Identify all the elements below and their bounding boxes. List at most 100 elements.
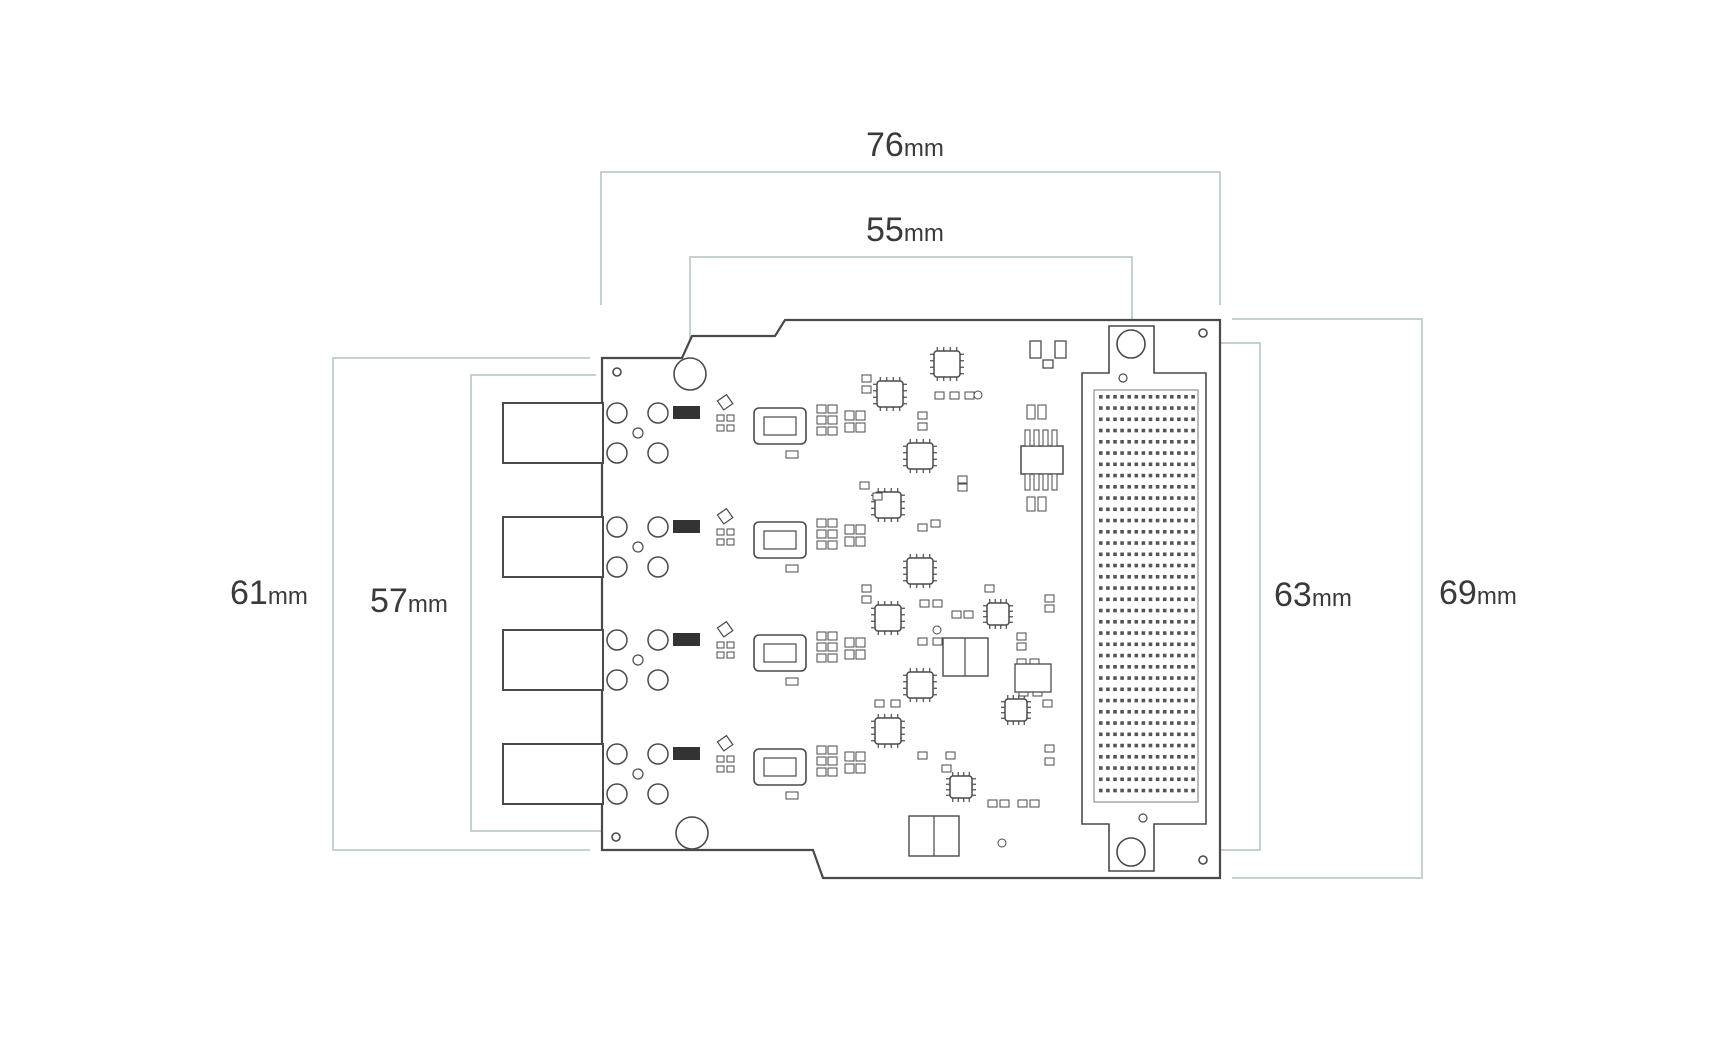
pad — [932, 599, 943, 608]
connector-pin — [1106, 462, 1110, 467]
chip-body — [949, 775, 973, 799]
connector-pin — [1106, 428, 1110, 433]
connector-pin — [1170, 620, 1174, 624]
connector-pin — [1113, 541, 1117, 545]
connector-pin — [1134, 642, 1139, 647]
connector-pin — [1177, 687, 1181, 692]
connector-pin — [1162, 755, 1167, 759]
connector-pin — [1099, 530, 1103, 534]
connector-pin — [1099, 597, 1103, 602]
chip-pin — [1042, 429, 1049, 447]
connector-pin — [1106, 563, 1110, 568]
connector-pin — [1141, 417, 1146, 422]
connector-pin — [1141, 766, 1146, 770]
connector-pin — [1148, 518, 1153, 523]
connector-pin — [1141, 541, 1146, 545]
pad — [726, 651, 735, 659]
connector-pin — [1127, 451, 1131, 455]
connector-pin — [1148, 788, 1153, 793]
connector-pin — [1184, 507, 1188, 512]
connector-pin — [1155, 451, 1160, 455]
connector-pin — [1134, 597, 1139, 602]
connector-pin — [1099, 698, 1103, 703]
connector-pin — [1155, 462, 1160, 467]
port-jack — [502, 629, 604, 691]
board-outline — [600, 318, 1222, 880]
connector-pin — [1155, 653, 1160, 658]
connector-pin — [1184, 417, 1188, 422]
connector-pin — [1184, 665, 1188, 669]
chip-body — [906, 557, 934, 585]
connector-pin — [1170, 530, 1174, 534]
connector-hole-bottom — [1116, 837, 1146, 867]
resistor — [827, 767, 838, 777]
connector-pin — [1106, 518, 1110, 523]
pad — [1044, 604, 1055, 613]
connector-pin — [1099, 496, 1103, 500]
connector-pin — [1120, 417, 1124, 422]
pad — [1029, 799, 1040, 808]
connector-pin — [1127, 631, 1131, 635]
connector-pin — [1127, 732, 1131, 737]
connector-pin — [1184, 743, 1188, 748]
port-chip — [673, 406, 700, 419]
connector-pin — [1170, 451, 1174, 455]
connector-pin — [1141, 406, 1146, 410]
connector-pin — [1162, 721, 1167, 725]
pad — [917, 422, 928, 431]
connector-pin — [1134, 743, 1139, 748]
connector-pin — [1162, 687, 1167, 692]
connector-pin — [1177, 575, 1181, 579]
connector-pin — [1162, 485, 1167, 489]
connector-pin — [1148, 473, 1153, 478]
connector-pin — [1127, 755, 1131, 759]
connector-pin — [1148, 507, 1153, 512]
connector-pin — [1113, 518, 1117, 523]
connector-pin — [1099, 575, 1103, 579]
connector-pin — [1134, 428, 1139, 433]
connector-pin — [1120, 541, 1124, 545]
connector-pin — [1170, 642, 1174, 647]
pad — [949, 391, 960, 400]
connector-pin — [1177, 698, 1181, 703]
pad — [963, 610, 974, 619]
connector-pin — [1184, 541, 1188, 545]
resistor — [816, 653, 827, 663]
pcb-components — [859, 347, 1064, 857]
resistor — [816, 756, 827, 766]
connector-pin — [1177, 642, 1181, 647]
pad — [1016, 642, 1027, 651]
connector-pin — [1162, 395, 1167, 399]
height-left-outer-unit: mm — [267, 583, 308, 610]
connector-pin — [1106, 631, 1110, 635]
connector-pin — [1127, 743, 1131, 748]
connector-pin — [1141, 732, 1146, 737]
pad — [726, 765, 735, 773]
pad — [859, 481, 870, 490]
connector-pin — [1127, 586, 1131, 590]
resistor — [816, 745, 827, 755]
connector-pin — [1099, 563, 1103, 568]
connector-pin — [1106, 743, 1110, 748]
connector-pin — [1134, 473, 1139, 478]
connector-pin — [1134, 417, 1139, 422]
connector-pin — [1184, 608, 1188, 613]
connector-pin — [1191, 518, 1195, 523]
connector-pin — [1120, 788, 1124, 793]
connector-pin — [1120, 766, 1124, 770]
connector-pin — [1113, 462, 1117, 467]
connector-pin-grid — [1099, 395, 1195, 793]
port-via — [632, 768, 644, 780]
connector-pin — [1148, 552, 1153, 557]
soic-chip — [1020, 429, 1064, 491]
height-right-inner-label: 63mm — [1274, 576, 1352, 615]
connector-pin — [1141, 755, 1146, 759]
resistor — [816, 404, 827, 414]
connector-pin — [1177, 496, 1181, 500]
pad — [716, 528, 725, 536]
port-chip — [673, 747, 700, 760]
connector-pin — [1162, 406, 1167, 410]
connector-pin — [1106, 732, 1110, 737]
port-led-hole — [647, 669, 669, 691]
pad — [785, 791, 799, 800]
